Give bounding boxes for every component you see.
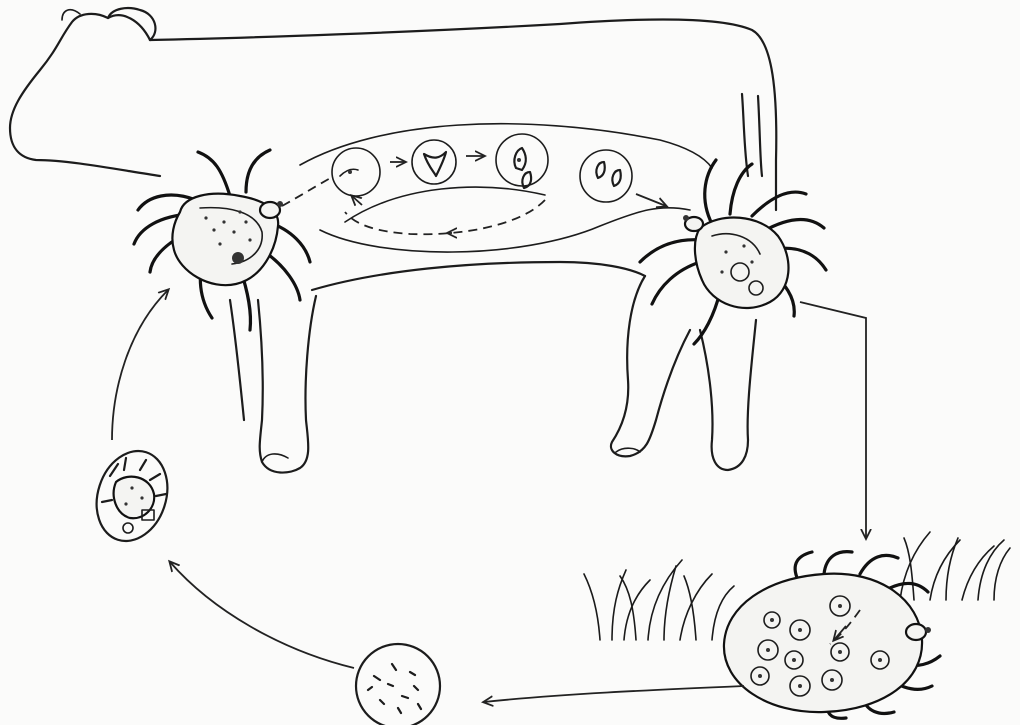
sporozoite-stage-4-icon [580,150,632,202]
larva-in-egg-icon [85,442,178,551]
drop-off-arrow [800,302,866,538]
arrow-to-eggs [484,686,744,702]
egg-with-sporozoites-icon [356,644,440,725]
sporozoite-stage-1-icon [332,148,380,196]
transmission-band-top [300,124,712,168]
feeding-tick-right-icon [640,160,826,344]
transmission-band-bottom [320,208,690,252]
cow-host [10,8,776,473]
sporozoite-stage-3-icon [496,134,548,188]
arrow-to-host [112,290,168,440]
sporozoite-stage-2-icon [412,140,456,184]
inner-loop-top [345,187,545,222]
engorged-female-tick-icon [724,552,940,719]
arrow-to-larva [170,562,354,668]
